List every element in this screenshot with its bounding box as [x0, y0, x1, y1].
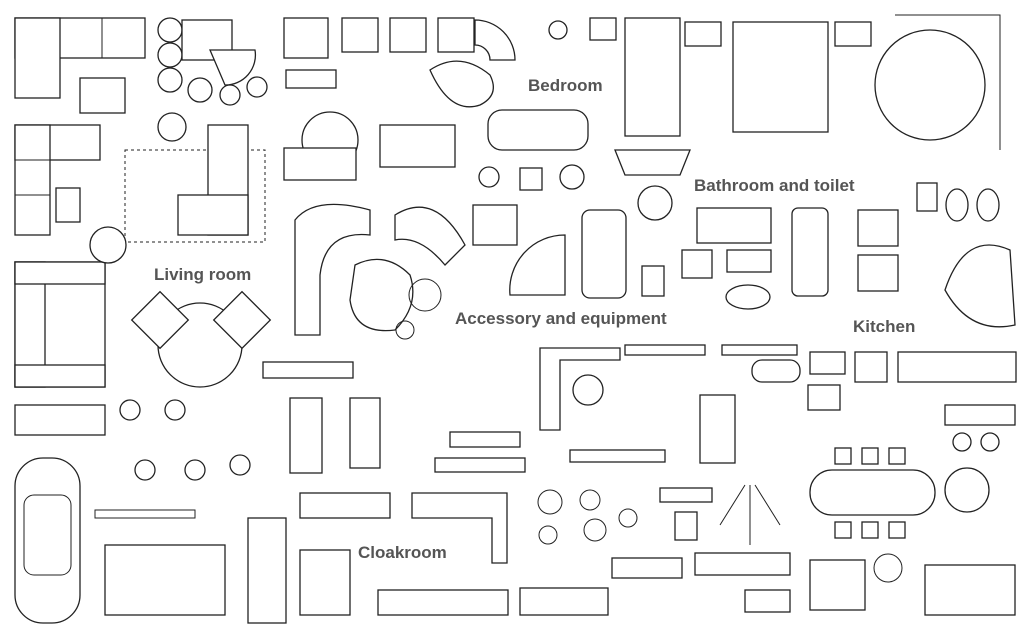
people-figures [119, 399, 251, 481]
dishwasher [807, 384, 841, 411]
jacuzzi [944, 244, 1016, 328]
animal-rug [349, 258, 414, 332]
treadmill [289, 397, 323, 474]
armchair [89, 226, 127, 264]
chair-small [674, 511, 698, 541]
side-table [55, 187, 81, 223]
table-with-chairs [924, 564, 1016, 616]
stove [854, 351, 888, 383]
desk [283, 147, 357, 181]
car [14, 457, 81, 624]
armchair-round [157, 112, 187, 142]
office-chair [572, 374, 604, 406]
bathtub [581, 209, 627, 299]
bidet [681, 249, 713, 279]
corner-frame [895, 14, 1001, 150]
round-bed [874, 29, 986, 141]
plants [395, 278, 903, 583]
round-chairs-cluster [157, 17, 268, 106]
tv-unit [569, 449, 666, 463]
toilet [945, 188, 969, 222]
cue-rack [94, 509, 196, 519]
chesterfield-sofa [487, 109, 589, 151]
pool-table [104, 544, 226, 616]
sofa-capsule [751, 359, 801, 383]
sink [726, 249, 772, 273]
piano [247, 517, 287, 624]
dashed-rail [694, 552, 791, 576]
stools [478, 164, 585, 191]
sofa-vertical [14, 261, 106, 388]
curved-sofa-small [394, 206, 466, 266]
oval-sink [725, 284, 771, 310]
armchair-left [130, 290, 190, 350]
label-bedroom: Bedroom [528, 76, 603, 95]
washbasin-small [641, 265, 665, 297]
kitchen-counter [897, 351, 1017, 383]
corner-sofa-left [14, 124, 101, 236]
bench [285, 69, 337, 89]
armchair-right [212, 290, 272, 350]
shower-tray [857, 209, 899, 247]
wardrobe-long [377, 589, 509, 616]
shower-tray-2 [857, 254, 899, 292]
exercise-bench [349, 397, 381, 469]
fur-rug [429, 60, 494, 108]
label-bathroom: Bathroom and toilet [694, 176, 855, 195]
square-table [809, 559, 866, 611]
round-dining-table [944, 467, 990, 513]
label-living-room: Living room [154, 265, 252, 284]
dining-chairs [834, 447, 906, 539]
bed-single [14, 404, 106, 436]
sofa-small [379, 124, 456, 168]
label-cloakroom: Cloakroom [358, 543, 447, 562]
tv-flat [624, 344, 706, 356]
bedside-items [548, 17, 872, 47]
corner-sofa-top [14, 17, 146, 99]
corner-bath [509, 234, 566, 296]
kitchen-sink [809, 351, 846, 375]
tv-flat-2 [721, 344, 798, 356]
armchair-square [472, 204, 518, 246]
label-accessory: Accessory and equipment [455, 309, 667, 328]
l-sofa [177, 124, 249, 236]
closet-unit [299, 549, 351, 616]
rug-small [79, 77, 126, 114]
cabinet [699, 394, 736, 464]
round-pouf [637, 185, 673, 221]
wardrobe [299, 492, 391, 519]
office-desk-corner [539, 347, 621, 431]
tv-console [262, 361, 354, 379]
single-bed [624, 17, 681, 137]
dining-table-oval [809, 469, 936, 516]
shoe-rack [744, 589, 791, 613]
wardrobe-corner [411, 492, 508, 564]
toilet-2 [976, 188, 1000, 222]
urinal [916, 182, 938, 212]
dressing-table [614, 149, 691, 176]
stool-2 [980, 432, 1000, 452]
label-kitchen: Kitchen [853, 317, 916, 336]
double-bed [732, 21, 829, 133]
lamp-beam [719, 484, 781, 545]
lamp-desk [659, 487, 713, 503]
sink-counter [696, 207, 772, 244]
bookshelf [449, 431, 521, 448]
wardrobe-rail [519, 587, 609, 616]
stool [952, 432, 972, 452]
bookshelf-2 [434, 457, 526, 473]
curved-sofa [294, 203, 371, 336]
hanger-rail [611, 557, 683, 579]
worktop [944, 404, 1016, 426]
bathtub-2 [791, 207, 829, 297]
armchairs-row [283, 17, 516, 61]
